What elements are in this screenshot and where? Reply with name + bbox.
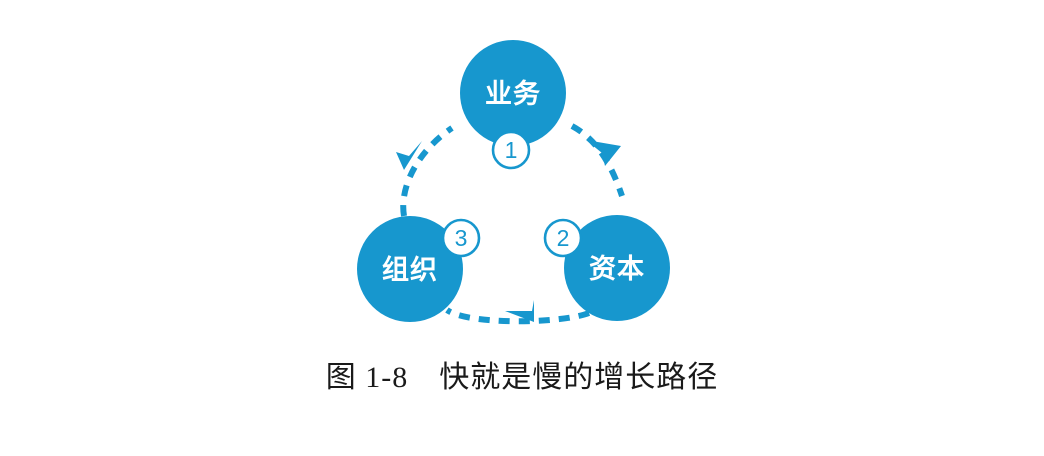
- connector-business-to-capital: [570, 123, 625, 197]
- dashed-arc-business-capital: [570, 123, 625, 197]
- badge-capital-circle: [543, 218, 583, 258]
- badge-business-number: 1: [505, 137, 518, 163]
- dashed-arc-organization-business: [400, 125, 454, 217]
- node-business[interactable]: 业务: [460, 40, 566, 146]
- badge-capital-number: 2: [557, 225, 570, 251]
- connector-capital-to-organization: [445, 300, 591, 325]
- arrowhead-to-capital: [586, 140, 621, 166]
- badge-organization-circle: [441, 218, 481, 258]
- node-organization[interactable]: 组织: [357, 216, 463, 322]
- badge-business-circle: [491, 130, 531, 170]
- figure-caption: 图 1-8 快就是慢的增长路径: [325, 361, 719, 394]
- node-capital[interactable]: 资本: [564, 215, 670, 321]
- badge-organization-number: 3: [455, 225, 468, 251]
- connector-organization-to-business: [396, 125, 454, 217]
- arrowhead-to-organization: [505, 300, 534, 322]
- badge-organization: 3: [441, 218, 481, 258]
- node-organization-circle: [357, 216, 463, 322]
- node-capital-label: 资本: [589, 254, 645, 284]
- node-business-label: 业务: [485, 79, 541, 109]
- node-organization-label: 组织: [382, 254, 438, 285]
- arrowhead-to-business: [396, 141, 422, 170]
- badge-capital: 2: [543, 218, 583, 258]
- badge-business: 1: [491, 130, 531, 170]
- node-business-circle: [460, 40, 566, 146]
- node-capital-circle: [564, 215, 670, 321]
